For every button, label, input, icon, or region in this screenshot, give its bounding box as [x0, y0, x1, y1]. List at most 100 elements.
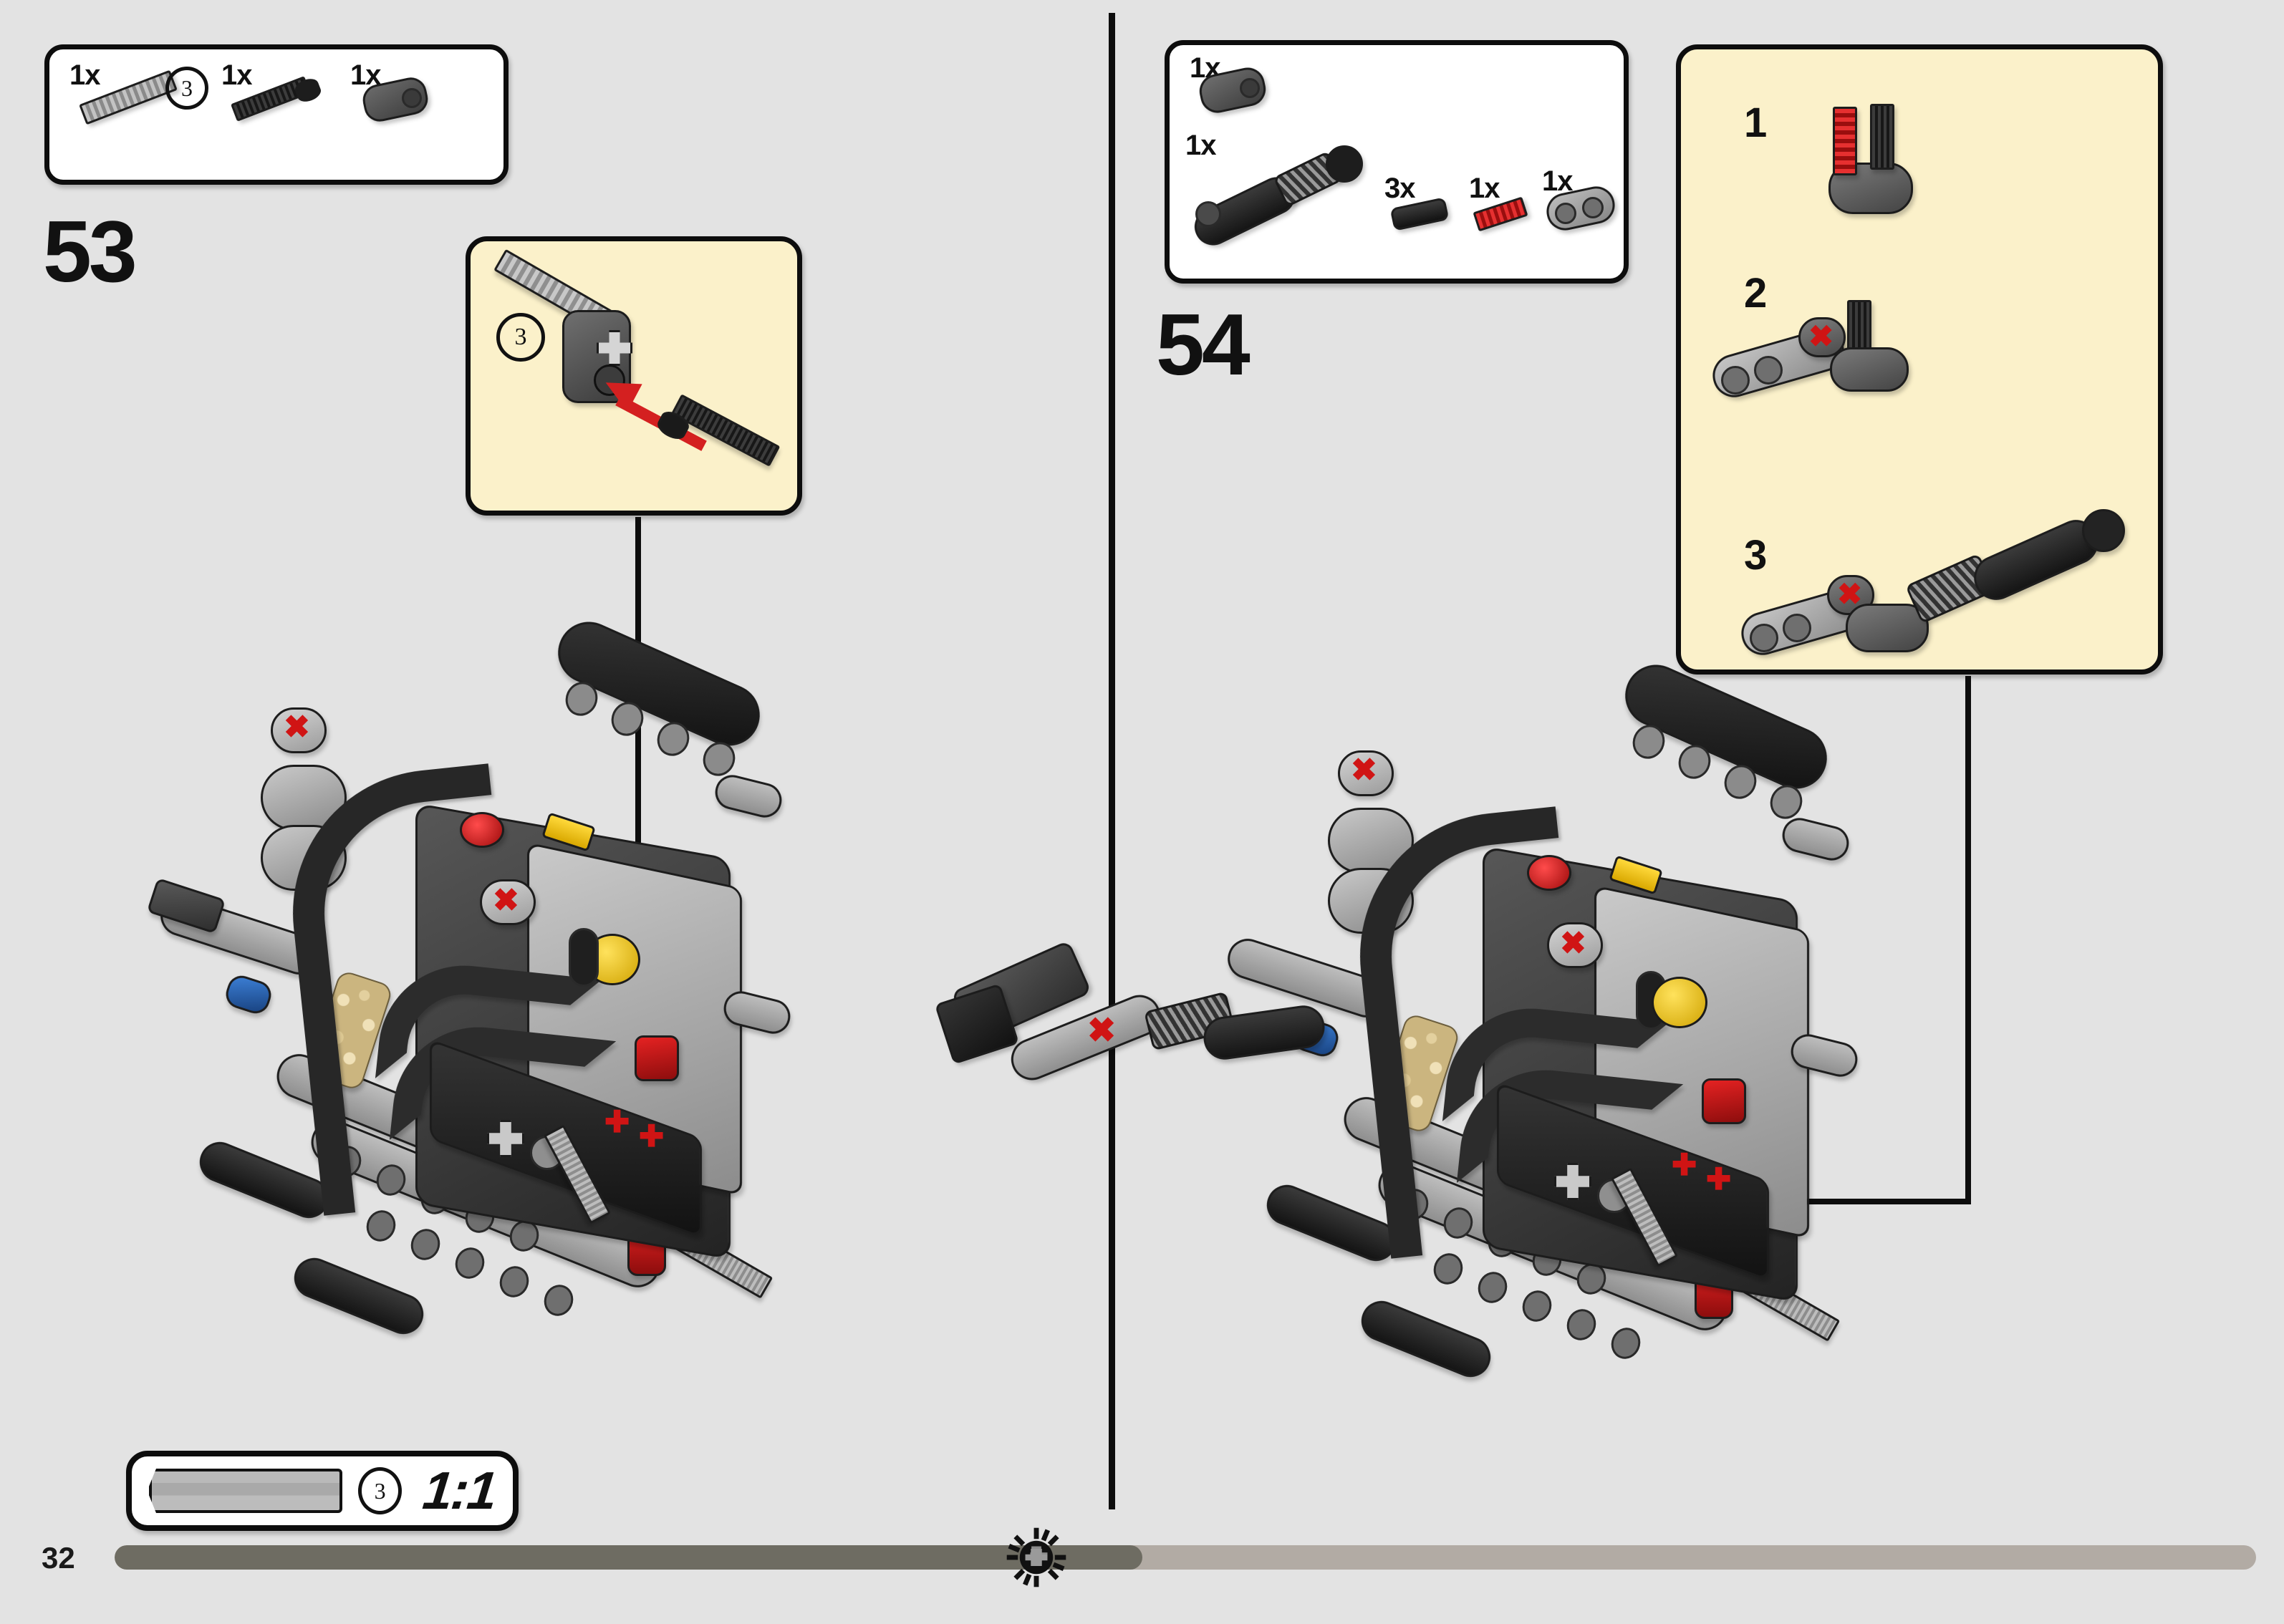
shock-eyelet-bottom-icon	[1195, 201, 1221, 227]
yellow-detail-socket	[569, 928, 599, 987]
part-technic-shock-absorber-black: 1x	[1185, 131, 1386, 267]
red-round-detail	[460, 812, 504, 848]
right-stub-upper	[711, 771, 786, 821]
beam-hole-icon	[1754, 356, 1783, 385]
cross-axle-cap-left	[1338, 750, 1394, 796]
connector-block-icon	[1846, 604, 1929, 652]
callout-substep-number-1: 1	[1744, 100, 1767, 146]
callout-substep-1-assembly	[1807, 94, 1993, 230]
shock-eyelet-icon	[2082, 509, 2125, 552]
page-number: 32	[42, 1541, 75, 1575]
beam-hole	[1429, 1249, 1468, 1289]
beam-hole	[1562, 1305, 1601, 1345]
beam-hole	[1606, 1323, 1645, 1363]
beam-hole	[1518, 1286, 1556, 1326]
blue-pin	[222, 972, 275, 1018]
cross-axle-cap-icon	[1798, 317, 1846, 357]
connector-block-icon	[1830, 347, 1909, 392]
part-technic-axle-2-red: 1x	[1469, 174, 1548, 267]
beam-hole	[450, 1243, 489, 1283]
cross-axle-red-icon: ✖	[1087, 1012, 1117, 1050]
callout-badge-count-53: 3	[496, 313, 545, 362]
cross-axle-icon-left: ✖	[284, 710, 310, 745]
beam-hole	[495, 1262, 534, 1302]
callout-substep-number-2: 2	[1744, 270, 1767, 316]
beam-hole-icon	[1750, 624, 1778, 652]
gear-icon	[1006, 1527, 1067, 1588]
progress-bar-fill	[115, 1545, 1143, 1570]
red-axle-icon	[1833, 107, 1857, 175]
red-cylinder-right	[635, 1035, 679, 1081]
part-technic-connector-block-dark-gray: 1x	[1190, 54, 1311, 161]
callout-step-53: 3	[466, 236, 802, 516]
part-technic-connector-block-dark-gray: 1x	[350, 61, 479, 175]
beam-hole	[539, 1280, 578, 1320]
cross-axle-cap-mid	[1547, 922, 1603, 968]
scale-ratio-label: 1:1	[420, 1461, 499, 1520]
scale-indicator-1to1: 3 1:1	[126, 1451, 519, 1531]
cylinder-lower-left	[261, 825, 347, 891]
red-cylinder-right	[1702, 1078, 1746, 1124]
beam-hole	[1473, 1267, 1512, 1308]
callout-substep-number-3: 3	[1744, 532, 1767, 579]
beam-hole-icon	[1721, 366, 1750, 395]
callout-leader-line-54-horizontal	[1699, 1199, 1971, 1204]
part-technic-axle-3-light-gray: 3 1x	[69, 59, 208, 175]
callout-step-54: 1 2 ✖ 3 ✖	[1676, 44, 2163, 675]
part-technic-axle-pin-black: 1x	[221, 61, 343, 175]
beam-hole-icon	[1582, 197, 1604, 218]
scale-badge-value: 3	[374, 1477, 386, 1504]
part-quantity: 1x	[221, 59, 252, 91]
callout-round-hole-icon	[594, 364, 625, 396]
shock-eyelet-top-icon	[1326, 145, 1363, 183]
new-shock-absorber-subassembly: ✖	[867, 939, 1328, 1181]
part-technic-pin-black: 3x	[1384, 174, 1470, 267]
right-stub-upper	[1778, 814, 1853, 864]
parts-box-step-54: 1x 1x 3x 1x	[1165, 40, 1629, 284]
cross-marker-bottom-b: ✚	[639, 1119, 665, 1153]
cross-axle-cap-mid	[480, 879, 536, 925]
beam-hole	[406, 1224, 445, 1265]
beam-hole-icon	[1555, 203, 1576, 224]
callout-leader-line-53	[635, 517, 641, 1097]
part-badge-value: 3	[181, 74, 193, 101]
progress-bar	[115, 1545, 2256, 1570]
cross-marker-bottom-b: ✚	[1706, 1162, 1732, 1196]
chassis-axle-rear-right	[288, 1252, 430, 1340]
step-number-54: 54	[1156, 296, 1251, 393]
scale-badge-count: 3	[358, 1467, 403, 1514]
red-round-detail	[1527, 855, 1571, 891]
beam-hole-icon	[1783, 614, 1811, 642]
cylinder-lower-left	[1328, 868, 1414, 934]
part-technic-beam-2-dark-gray: 1x	[1542, 167, 1628, 267]
step-number-53: 53	[43, 203, 138, 300]
cross-axle-icon-mid: ✖	[1560, 926, 1586, 961]
part-quantity: 3x	[1384, 173, 1415, 204]
part-quantity: 1x	[1185, 130, 1216, 161]
beam-hole	[362, 1206, 400, 1246]
part-quantity: 1x	[1542, 165, 1573, 197]
cross-axle-red-icon: ✖	[1808, 319, 1834, 353]
part-badge-count: 3	[165, 67, 208, 110]
cross-axle-icon-mid: ✖	[493, 883, 519, 918]
model-assembly-step-53: ✖ ✖ ✖ ✚ ✚	[146, 612, 938, 1432]
chassis-axle-rear-right	[1355, 1295, 1497, 1383]
black-pin-icon	[1870, 104, 1894, 170]
page-divider	[1109, 13, 1115, 1509]
cross-axle-red-icon: ✖	[1837, 577, 1863, 611]
callout-leader-line-54-vertical	[1965, 676, 1971, 1204]
connector-block-hole-icon	[402, 88, 422, 108]
cross-axle-icon-left: ✖	[1351, 753, 1377, 788]
yellow-detail-round	[1652, 977, 1707, 1028]
cross-marker-bottom-a: ✚	[604, 1105, 630, 1139]
parts-box-step-53: 3 1x 1x 1x	[44, 44, 509, 185]
cross-marker-bottom-a: ✚	[1672, 1148, 1697, 1181]
connector-block-hole-icon	[1240, 78, 1260, 98]
model-assembly-step-54: ✖ ✖ ✚ ✚ ✖	[934, 654, 2005, 1475]
callout-substep-2-assembly: ✖	[1700, 286, 1929, 429]
callout-badge-value: 3	[514, 324, 527, 350]
scale-reference-axle-icon	[149, 1469, 343, 1513]
cross-axle-cap-left	[271, 707, 327, 753]
part-quantity: 1x	[69, 59, 100, 91]
